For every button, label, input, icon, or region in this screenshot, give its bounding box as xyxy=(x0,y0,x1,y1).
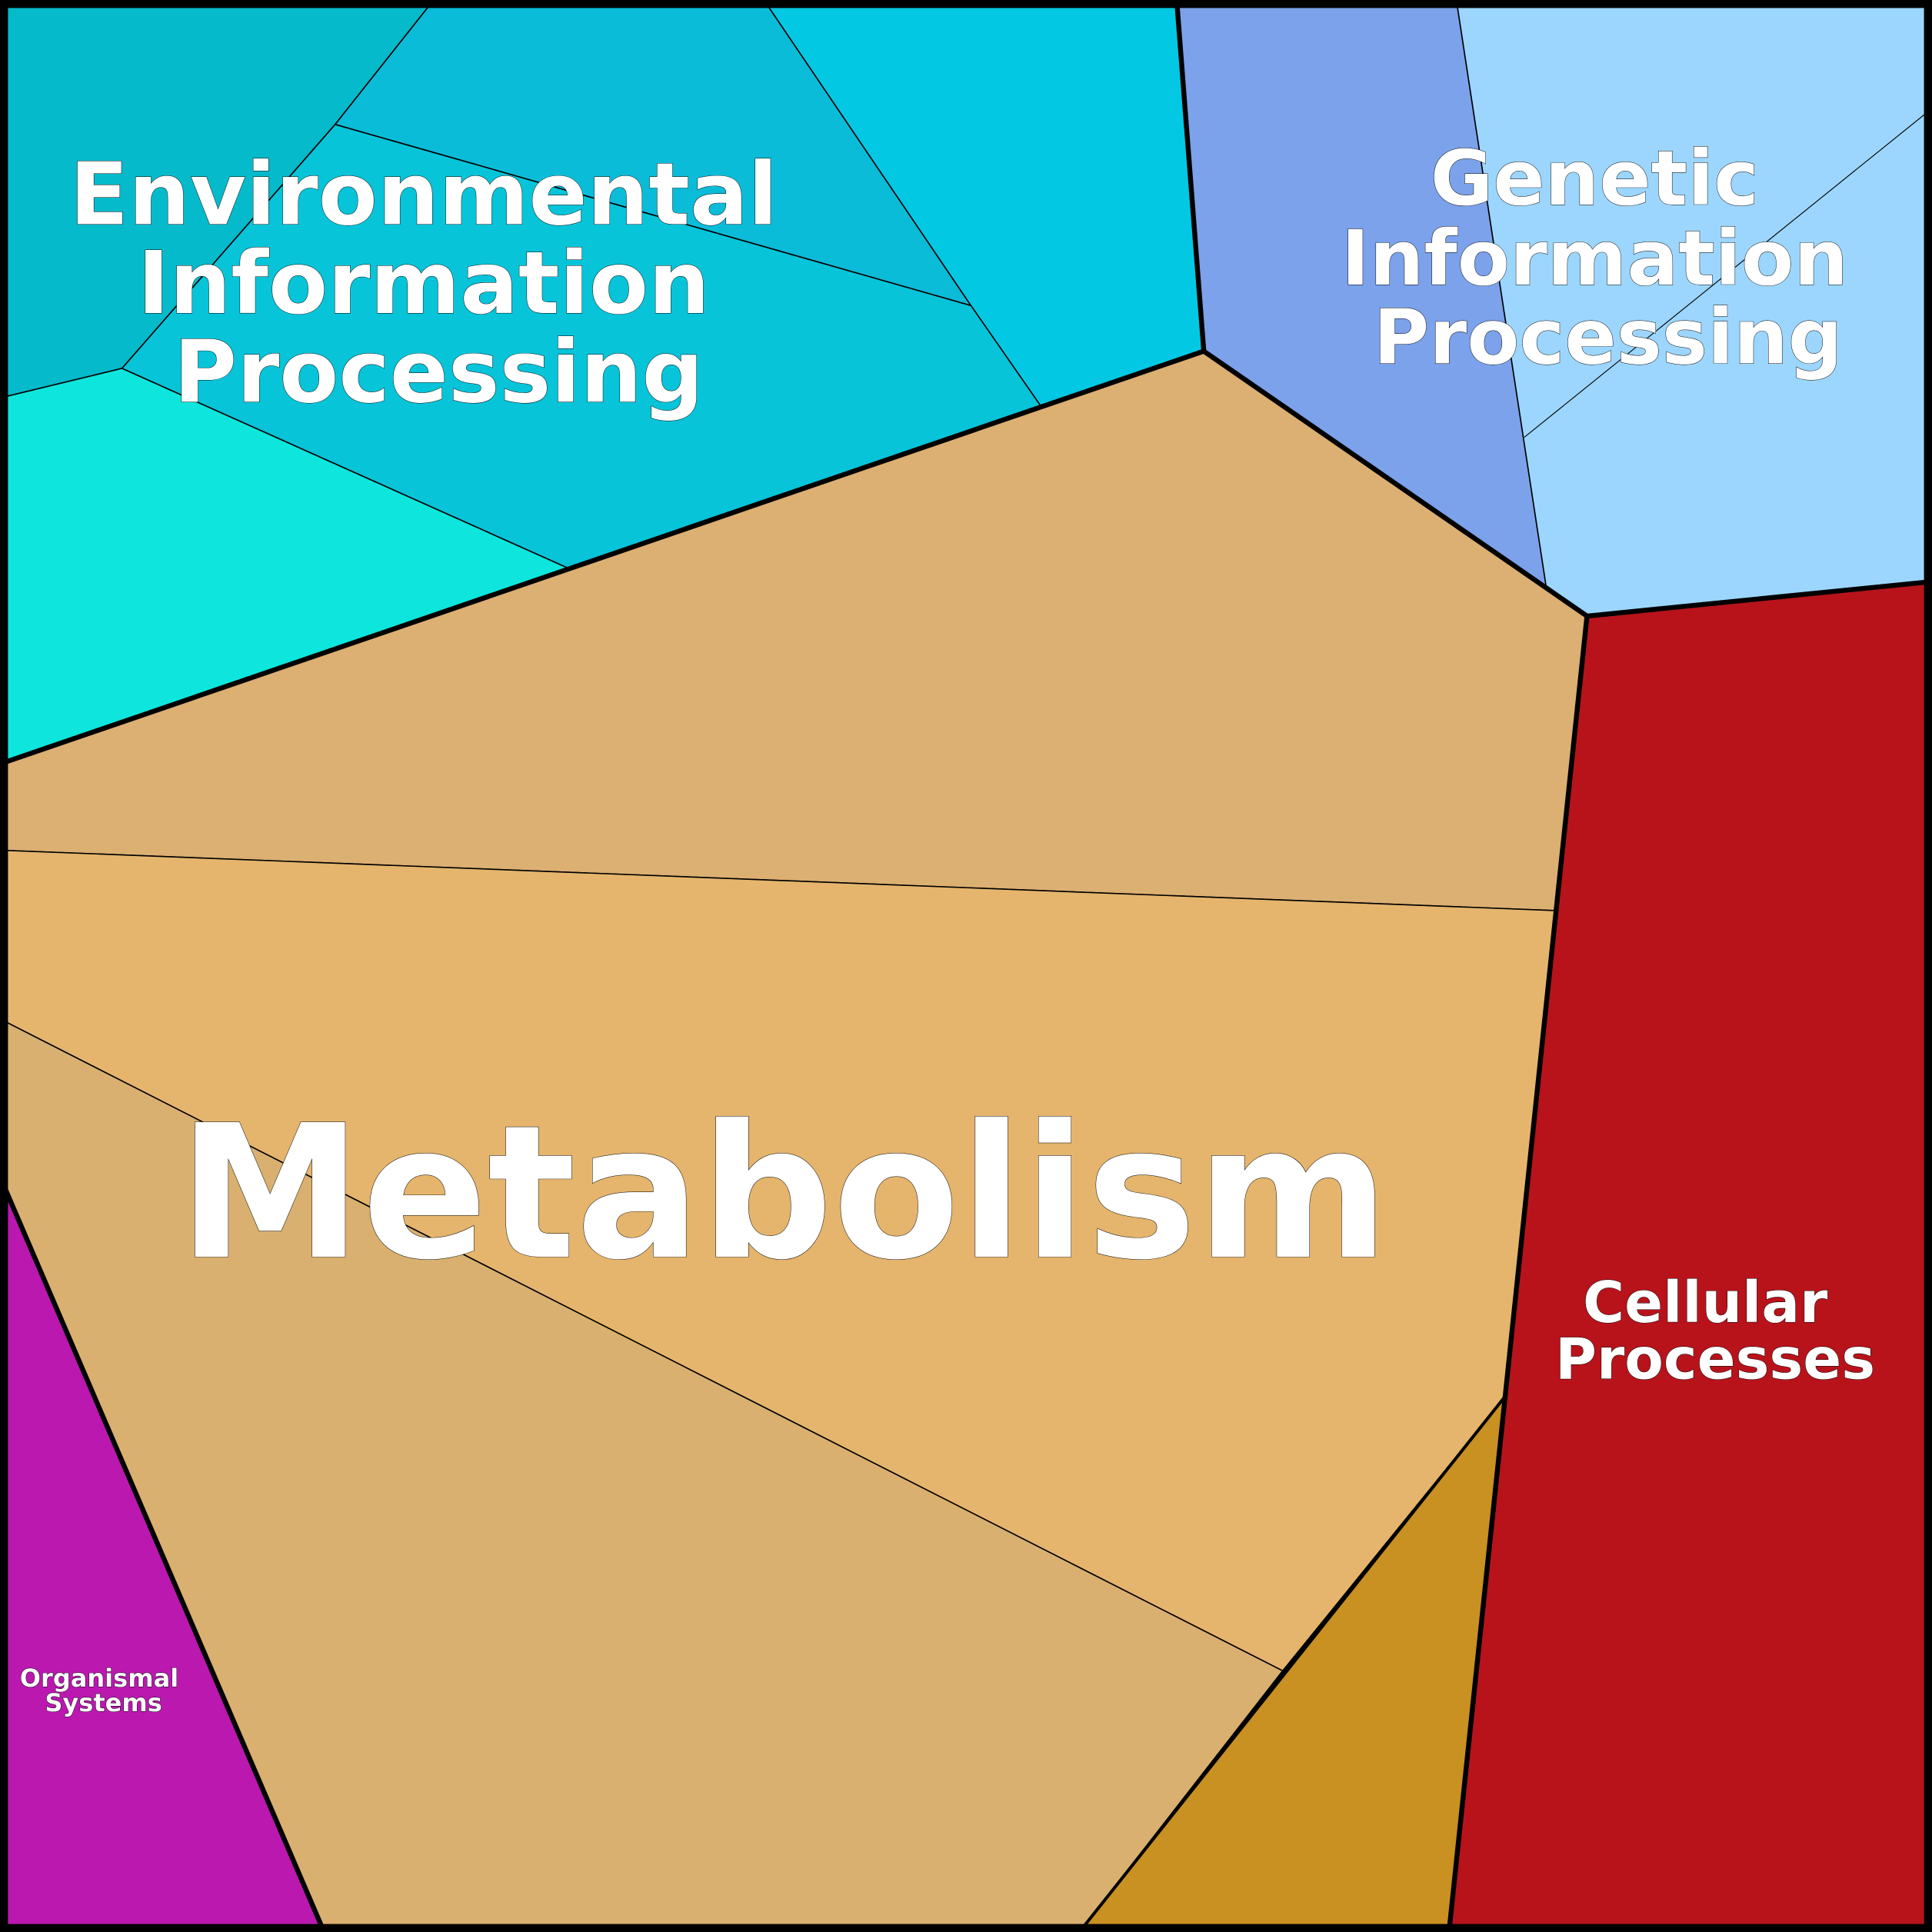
met-cell-2[interactable] xyxy=(0,849,1556,1672)
metabolism-label: Metabolism xyxy=(178,1085,1389,1301)
environmental-cells xyxy=(0,0,1205,765)
met-cell-3[interactable] xyxy=(0,1018,1284,1932)
genetic-label: Genetic Information Processing xyxy=(1341,135,1875,382)
cellular-label: Cellular Processes xyxy=(1555,1271,1875,1393)
environmental-label: Environmental Information Processing xyxy=(70,145,808,423)
gen-subdivision xyxy=(1524,108,1932,438)
organismal-label: Organismal Systems xyxy=(20,1664,188,1717)
